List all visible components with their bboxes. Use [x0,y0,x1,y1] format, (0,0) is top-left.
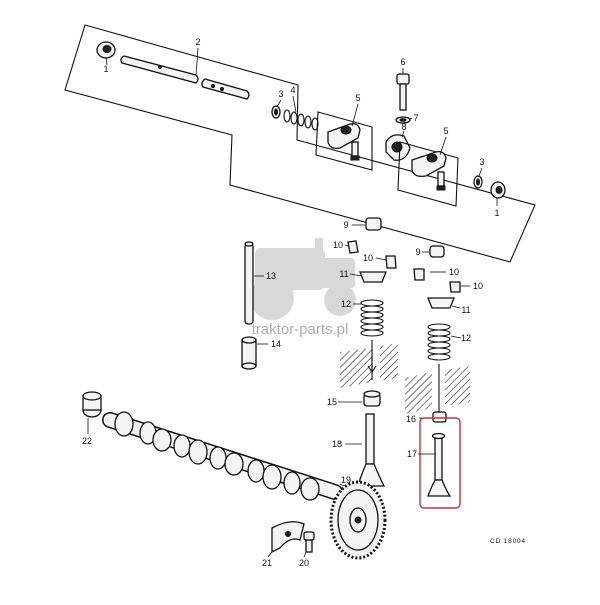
callout-11-left: 11 [339,269,348,279]
circlip-right [473,175,483,189]
callout-7: 7 [413,113,418,123]
rocker-arm-right [411,150,447,191]
leader [195,47,199,76]
callout-1-right: 1 [494,208,499,218]
callout-4: 4 [290,85,295,95]
leader [478,167,483,177]
valve-collet-right-a [413,268,425,281]
valve-collet-left-b [385,255,397,269]
leader [450,335,462,339]
callout-18: 18 [332,439,342,449]
bolt [396,73,410,111]
head-section-right-a [405,372,432,414]
callout-9-left: 9 [343,220,348,230]
exhaust-valve [427,432,452,497]
leader [344,244,350,247]
end-plug-right [490,181,506,199]
valve-collet-left-a [347,240,359,254]
valve-spring-left [360,299,384,337]
watermark-text: traktor-parts.pl [252,321,349,338]
rocker-arm-left [327,122,361,161]
leader [105,57,108,66]
rocker-support [385,134,411,161]
callout-2: 2 [195,37,200,47]
leader [303,551,307,558]
leader [267,551,273,558]
leader [375,257,387,261]
head-section-left-a [340,348,372,388]
callout-11-right: 11 [461,305,470,315]
valve-cap-right [429,245,445,258]
head-section-right-b [445,366,470,406]
leader [439,136,447,156]
callout-5-left: 5 [355,93,360,103]
callout-12-right: 12 [461,333,471,343]
small-bolt [303,531,315,553]
push-rod [244,241,254,325]
valve-seal-right [432,411,447,423]
callout-21: 21 [262,558,272,568]
tappet [241,336,257,370]
callout-10-d: 10 [473,281,483,291]
leader [349,273,363,277]
rocker-assembly-frame [64,24,536,263]
callout-3-right: 3 [479,157,484,167]
leader [351,103,359,127]
arrow-down [367,356,377,374]
thrust-plate [271,521,305,554]
drive-gear [82,391,102,418]
callout-8: 8 [401,122,406,132]
callout-12-left: 12 [341,299,351,309]
leader [401,130,405,138]
callout-22: 22 [82,436,92,446]
figure-code: CD 18004 [490,538,526,545]
valve-seal [363,390,381,407]
leader [276,99,282,108]
callout-19: 19 [341,475,351,485]
circlip-left [271,105,281,119]
leader [292,95,297,113]
callout-3-left: 3 [278,89,283,99]
rocker-shaft [120,55,250,100]
end-plug-left [96,41,116,59]
rocker-arm-box-left [315,111,373,171]
callout-10-a: 10 [333,240,343,250]
callout-10-b: 10 [363,253,373,263]
leader [451,305,461,309]
rocker-spring [283,109,319,131]
callout-13: 13 [266,271,276,281]
camshaft [102,411,343,501]
callout-10-c: 10 [449,267,459,277]
callout-9-right: 9 [415,247,420,257]
inlet-valve [357,413,386,487]
callout-5-right: 5 [443,126,448,136]
washer [395,116,411,124]
valve-spring-right [427,323,451,361]
callout-6: 6 [400,57,405,67]
callout-15: 15 [327,397,337,407]
spring-retainer-left [359,271,387,283]
valve-cap-left [365,217,382,231]
callout-16: 16 [406,414,416,424]
leader [409,117,413,120]
callout-17: 17 [407,449,417,459]
watermark-logo [250,238,356,320]
highlight-box [419,417,461,509]
callout-1-left: 1 [103,64,108,74]
callout-20: 20 [299,558,309,568]
valve-collet-right-b [449,281,461,293]
head-section-left-b [380,343,398,381]
cam-gear [329,480,387,560]
spring-retainer-right [427,297,455,309]
callout-14: 14 [271,339,281,349]
leader [339,483,345,487]
